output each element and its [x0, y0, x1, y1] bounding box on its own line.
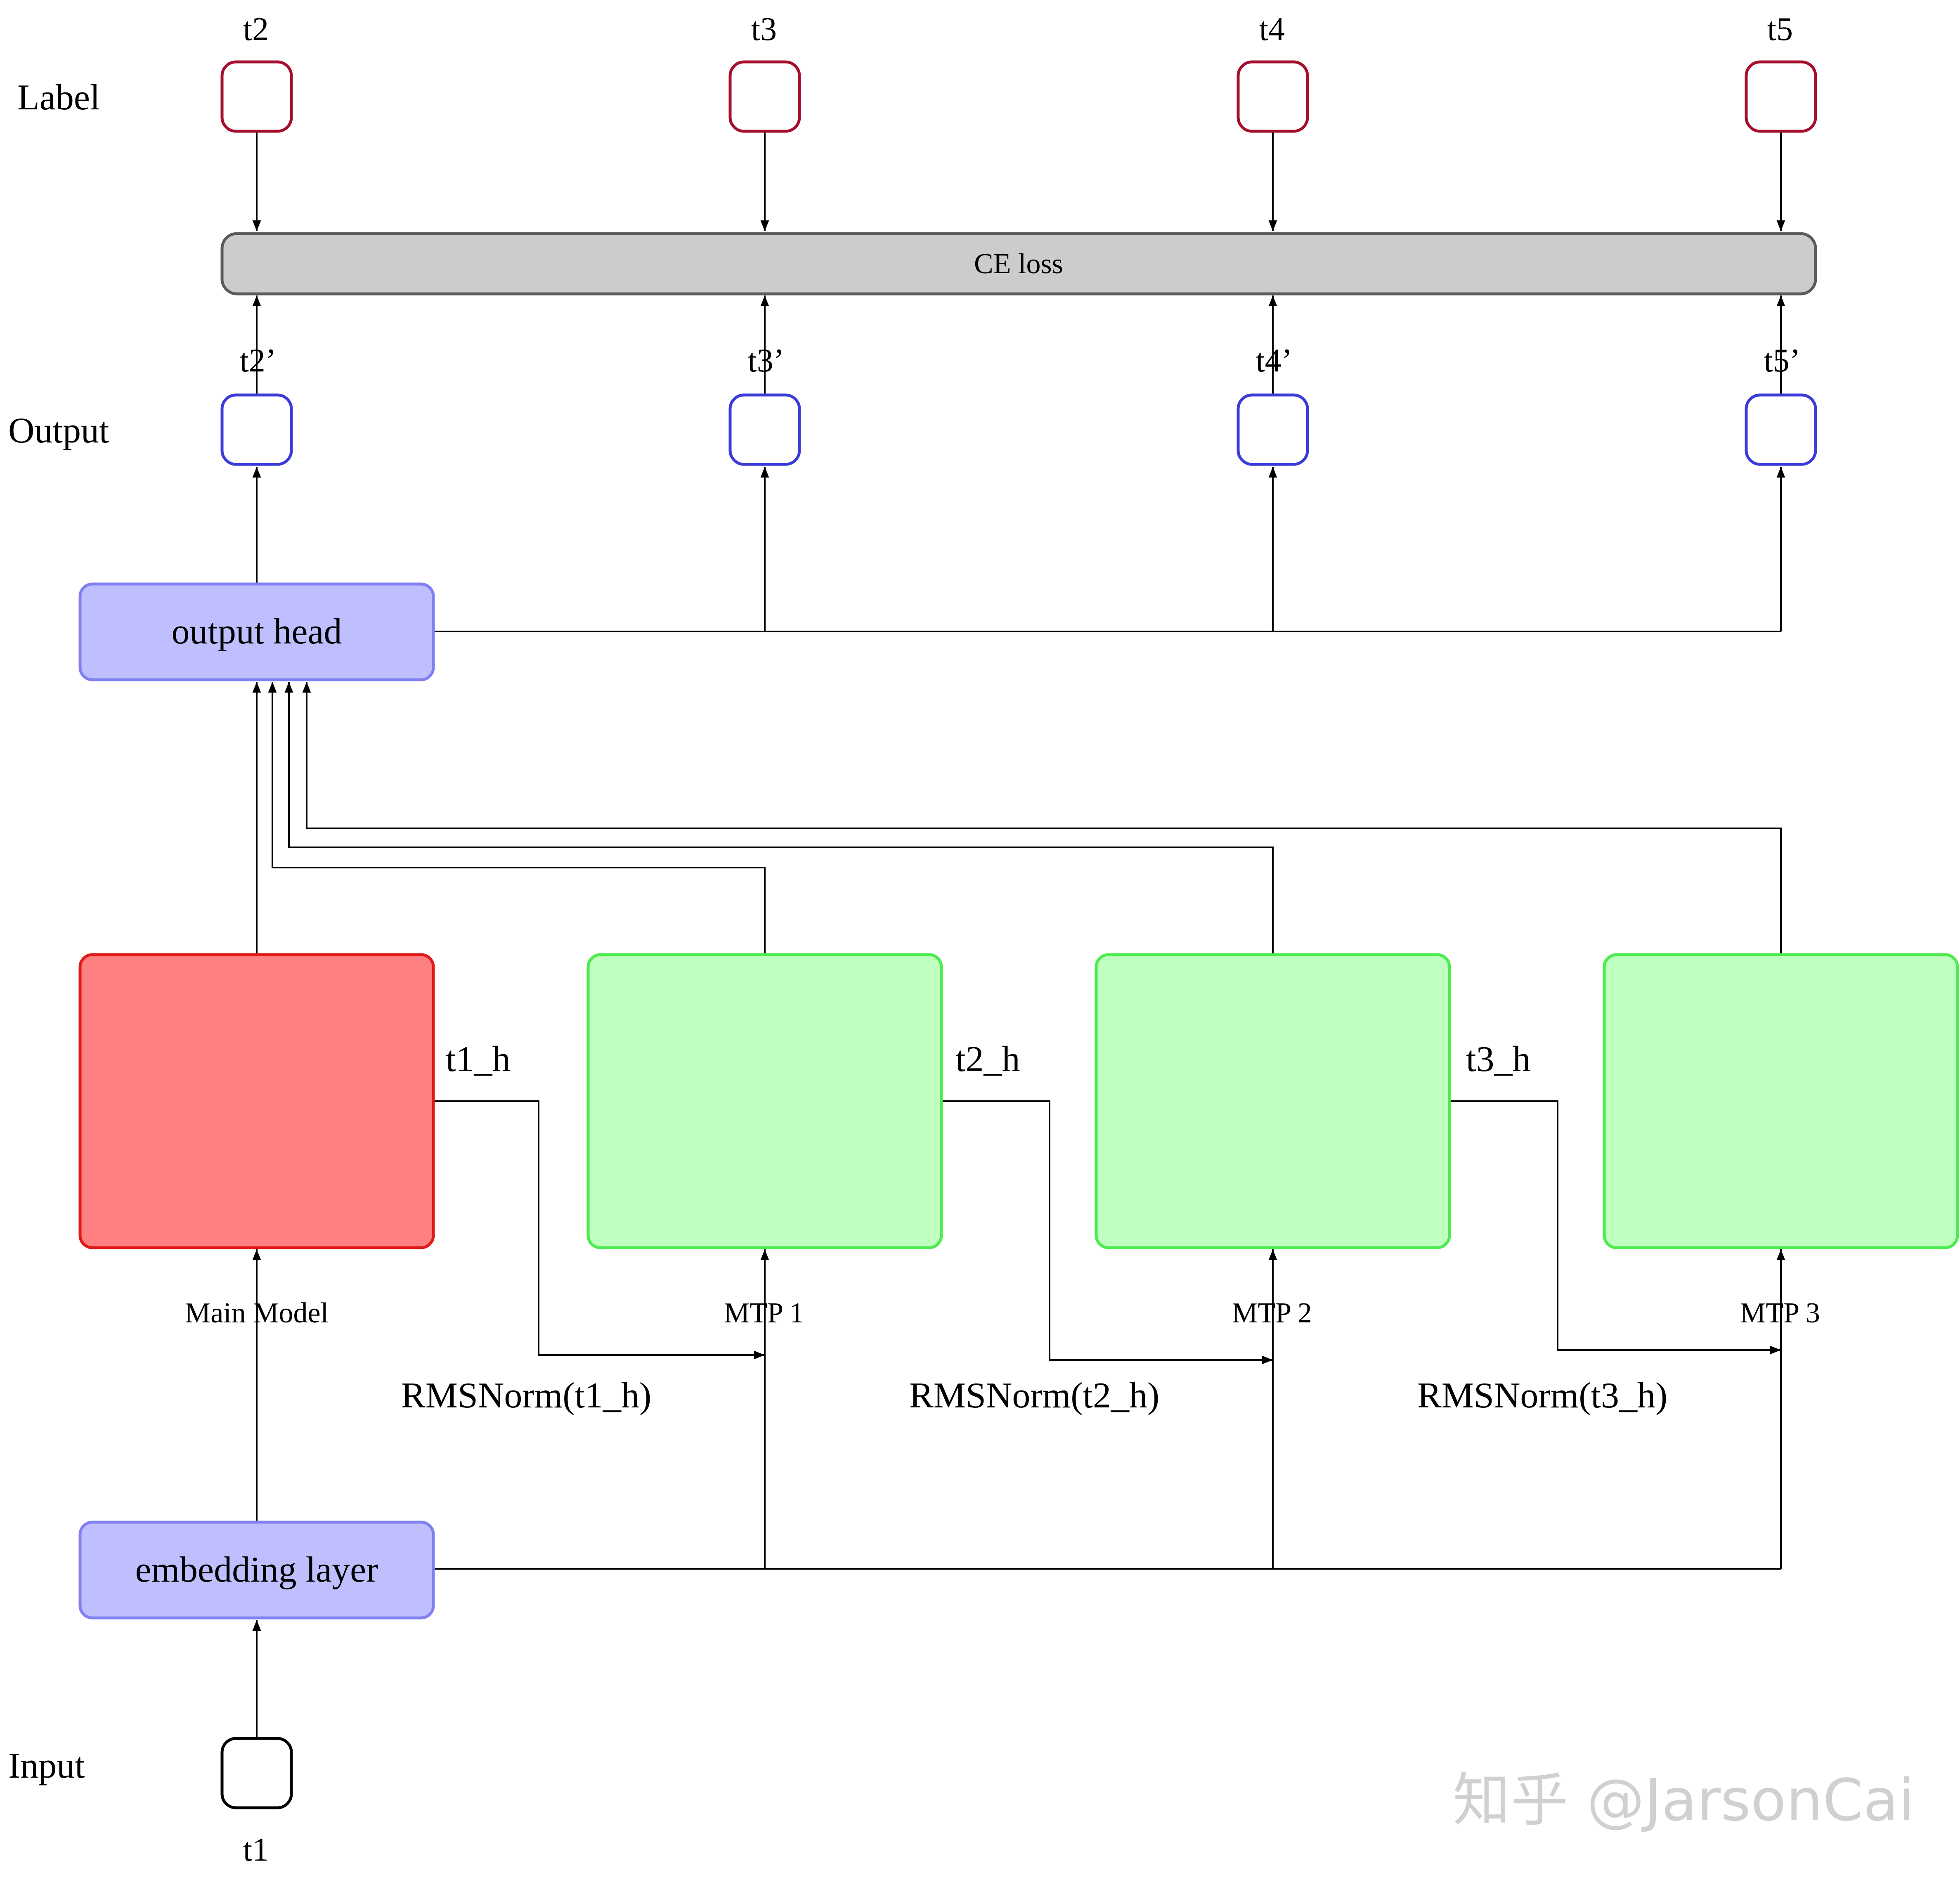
hidden-label-t1h: t1_h: [446, 1039, 510, 1079]
mtp2-box: [1095, 953, 1451, 1249]
rmsnorm-label-2: RMSNorm(t2_h): [909, 1376, 1159, 1416]
arrow-t3h-to-mtp3: [1450, 1100, 1781, 1355]
label-nodes: t2 t3 t4 t5: [220, 11, 1817, 133]
label-text-t3: t3: [751, 11, 777, 47]
input-node-t1: [220, 1737, 293, 1809]
output-node-t3: [728, 393, 801, 466]
label-node-t4: [1237, 60, 1309, 133]
mtp1-label: MTP 1: [724, 1297, 804, 1329]
output-text-t3: t3’: [748, 343, 785, 379]
output-node-t5: [1745, 393, 1817, 466]
main-model-label: Main Model: [185, 1297, 329, 1329]
row-label-input: Input: [8, 1746, 85, 1786]
embedding-layer-label: embedding layer: [135, 1550, 378, 1590]
output-node-t4: [1237, 393, 1309, 466]
arrow-t1h-to-mtp1: [434, 1100, 765, 1360]
output-nodes: t2’ t3’ t4’ t5’: [220, 343, 1817, 466]
input-text-t1: t1: [243, 1832, 269, 1868]
mtp3-box: [1603, 953, 1959, 1249]
output-text-t2: t2’: [240, 343, 277, 379]
label-text-t5: t5: [1767, 11, 1793, 47]
rmsnorm-label-3: RMSNorm(t3_h): [1417, 1376, 1667, 1416]
rmsnorm-label-1: RMSNorm(t1_h): [401, 1376, 651, 1416]
output-head-box: [78, 582, 435, 681]
label-text-t4: t4: [1259, 11, 1285, 47]
hidden-label-t3h: t3_h: [1466, 1039, 1530, 1079]
arrow-mtp2-to-head: [284, 682, 1274, 953]
mtp2-label: MTP 2: [1232, 1297, 1312, 1329]
label-node-t3: [728, 60, 801, 133]
output-text-t4: t4’: [1256, 343, 1293, 379]
row-label-label: Label: [17, 78, 100, 118]
label-text-t2: t2: [243, 11, 269, 47]
label-node-t2: [220, 60, 293, 133]
output-node-t2: [220, 393, 293, 466]
label-node-t5: [1745, 60, 1817, 133]
hidden-label-t2h: t2_h: [955, 1039, 1020, 1079]
watermark: 知乎 @JarsonCai: [1453, 1767, 1915, 1834]
arrow-t2h-to-mtp2: [942, 1100, 1273, 1364]
output-text-t5: t5’: [1764, 343, 1801, 379]
arrow-mtp3-to-head: [302, 682, 1782, 953]
embedding-layer-box: [78, 1521, 435, 1620]
mtp1-box: [586, 953, 943, 1249]
arrow-mtp1-to-head: [268, 682, 766, 953]
ce-loss-box: [220, 232, 1817, 296]
ce-loss-label: CE loss: [974, 248, 1063, 280]
mtp3-label: MTP 3: [1740, 1297, 1820, 1329]
main-model-box: [78, 953, 435, 1249]
output-head-label: output head: [171, 612, 342, 652]
row-label-output: Output: [8, 411, 109, 451]
connectors: [252, 131, 1785, 1738]
